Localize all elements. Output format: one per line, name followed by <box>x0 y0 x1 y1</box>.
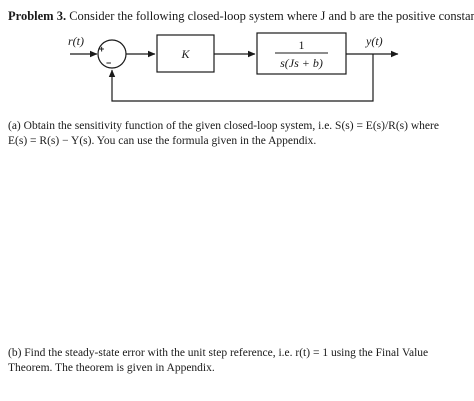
problem-statement: Consider the following closed-loop syste… <box>66 9 474 23</box>
problem-heading: Problem 3. Consider the following closed… <box>8 8 474 24</box>
part-b-question: (b) Find the steady-state error with the… <box>8 346 468 376</box>
controller-gain-label: K <box>180 47 190 61</box>
part-a-question: (a) Obtain the sensitivity function of t… <box>8 119 468 149</box>
part-b-line-1: (b) Find the steady-state error with the… <box>8 347 429 359</box>
minus-sign: − <box>106 58 111 68</box>
problem-label: Problem 3. <box>8 9 67 23</box>
part-a-line-1: (a) Obtain the sensitivity function of t… <box>8 120 439 132</box>
input-label: r(t) <box>68 34 84 48</box>
plant-denominator: s(Js + b) <box>280 56 323 70</box>
plant-numerator: 1 <box>299 38 305 52</box>
part-b-line-2: Theorem. The theorem is given in Appendi… <box>8 362 215 374</box>
feedback-path <box>108 54 374 102</box>
output-label: y(t) <box>365 34 383 48</box>
block-diagram: r(t) + − K 1 s(Js + b) y(t) <box>68 32 399 102</box>
plus-sign: + <box>99 44 104 54</box>
part-a-line-2: E(s) = R(s) − Y(s). You can use the form… <box>8 135 317 147</box>
